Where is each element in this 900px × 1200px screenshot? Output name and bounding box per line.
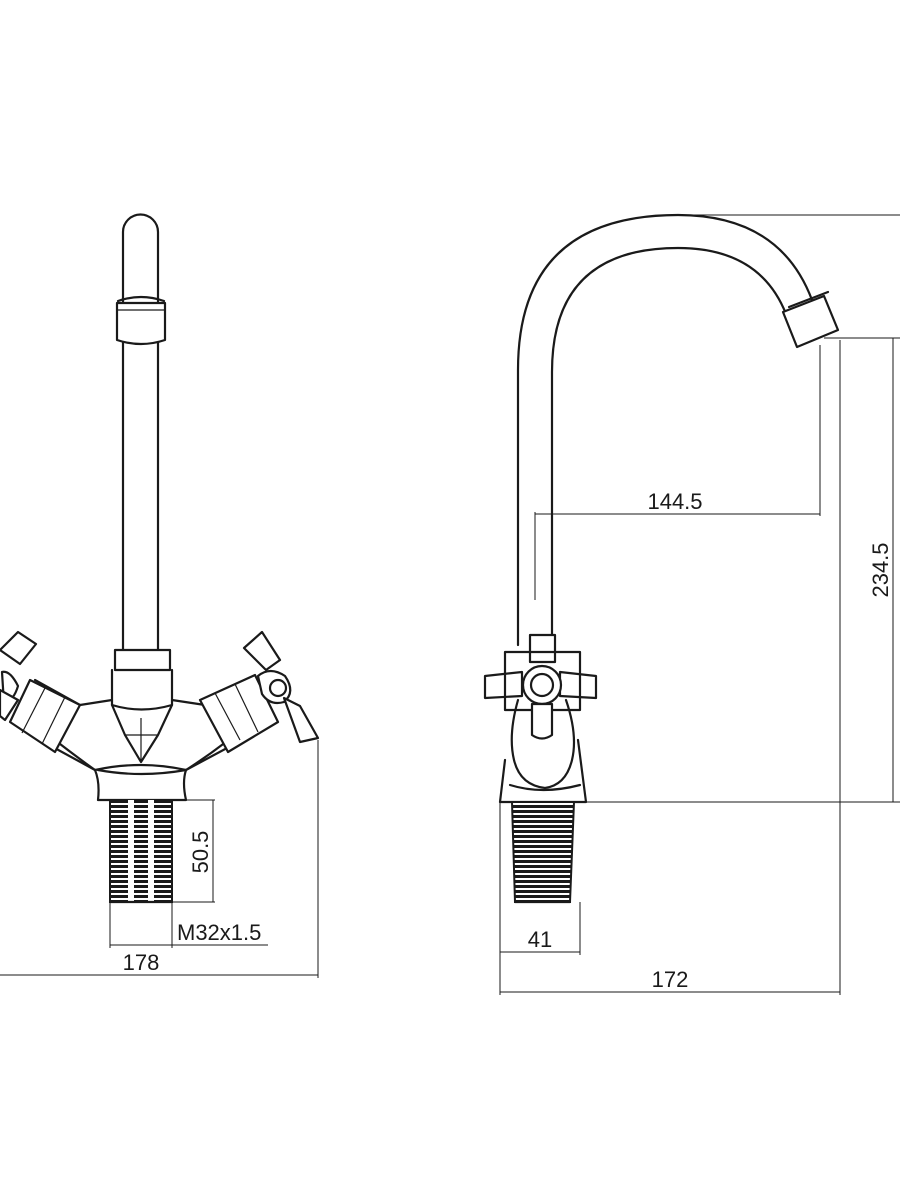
dim-thread-height [172,799,215,903]
side-gooseneck-spout [516,213,814,647]
dim-overall-depth-label: 172 [652,967,689,992]
dim-overall-width-label: 178 [123,950,160,975]
dim-spout-reach [534,345,821,600]
front-right-cartridge [170,673,280,772]
side-view: 144.5 234.5 41 172 [483,213,900,995]
dim-overall-width [0,740,319,978]
front-right-handle [242,630,320,744]
dim-thread-spec [109,902,268,948]
side-threaded-shank [510,801,576,904]
front-aerator-ring [115,295,167,346]
front-view: 50.5 M32x1.5 178 [0,213,320,978]
dim-overall-depth [500,340,841,995]
dim-spout-reach-label: 144.5 [647,489,702,514]
front-spout-tube [121,213,160,652]
dim-base-width [499,802,581,995]
front-left-cartridge [8,678,114,772]
dim-base-width-label: 41 [528,927,552,952]
dim-spout-height [586,214,900,803]
front-left-handle [0,630,38,722]
front-threaded-shank [108,799,174,904]
dim-thread-spec-label: M32x1.5 [177,920,261,945]
dim-spout-height-label: 234.5 [868,542,893,597]
side-aerator [781,290,840,349]
side-handle [483,633,598,740]
front-central-neck [110,648,174,764]
dim-thread-height-label: 50.5 [188,831,213,874]
